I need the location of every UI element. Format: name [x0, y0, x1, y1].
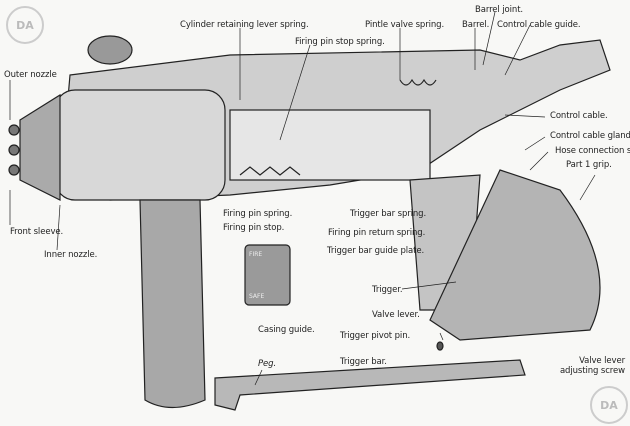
label-control-cable-gland: Control cable gland. [550, 131, 630, 141]
label-trigger-bar-spring: Trigger bar spring. [350, 209, 427, 219]
label-trigger-bar-guide-plate: Trigger bar guide plate. [327, 246, 425, 256]
label-barrel-joint: Barrel joint. [475, 5, 524, 15]
label-control-cable-guide: Control cable guide. [497, 20, 581, 30]
watermark-logo-bottom-right: DA [590, 386, 628, 424]
label-firing-pin-return-spring: Firing pin return spring. [328, 228, 426, 238]
fire-marking: FIRE [249, 251, 262, 258]
label-trigger-bar: Trigger bar. [340, 357, 387, 367]
watermark-text: DA [600, 398, 618, 412]
label-trigger-pivot-pin: Trigger pivot pin. [340, 331, 411, 341]
label-front-sleeve: Front sleeve. [10, 227, 64, 237]
label-valve-lever-adjusting-screw: Valve lever adjusting screw [559, 356, 625, 376]
watermark-text: DA [16, 18, 34, 32]
label-control-cable: Control cable. [550, 111, 608, 121]
label-firing-pin-stop: Firing pin stop. [223, 223, 285, 233]
safe-marking: SAFE [249, 293, 264, 300]
label-part-1-grip: Part 1 grip. [566, 160, 612, 170]
label-valve-lever: Valve lever. [372, 310, 420, 320]
label-trigger: Trigger. [372, 285, 403, 295]
label-outer-nozzle: Outer nozzle [4, 70, 57, 80]
label-firing-pin-spring: Firing pin spring. [223, 209, 293, 219]
label-peg: Peg. [258, 359, 277, 369]
label-barrel: Barrel. [462, 20, 490, 30]
label-hose-connection-seal: Hose connection seal. [555, 146, 630, 156]
label-casing-guide: Casing guide. [258, 325, 315, 335]
label-cylinder-retaining-lever-spring: Cylinder retaining lever spring. [180, 20, 309, 30]
label-pintle-valve-spring: Pintle valve spring. [365, 20, 445, 30]
label-inner-nozzle: Inner nozzle. [44, 250, 98, 260]
watermark-logo-top-left: DA [6, 6, 44, 44]
label-firing-pin-stop-spring: Firing pin stop spring. [295, 37, 385, 47]
